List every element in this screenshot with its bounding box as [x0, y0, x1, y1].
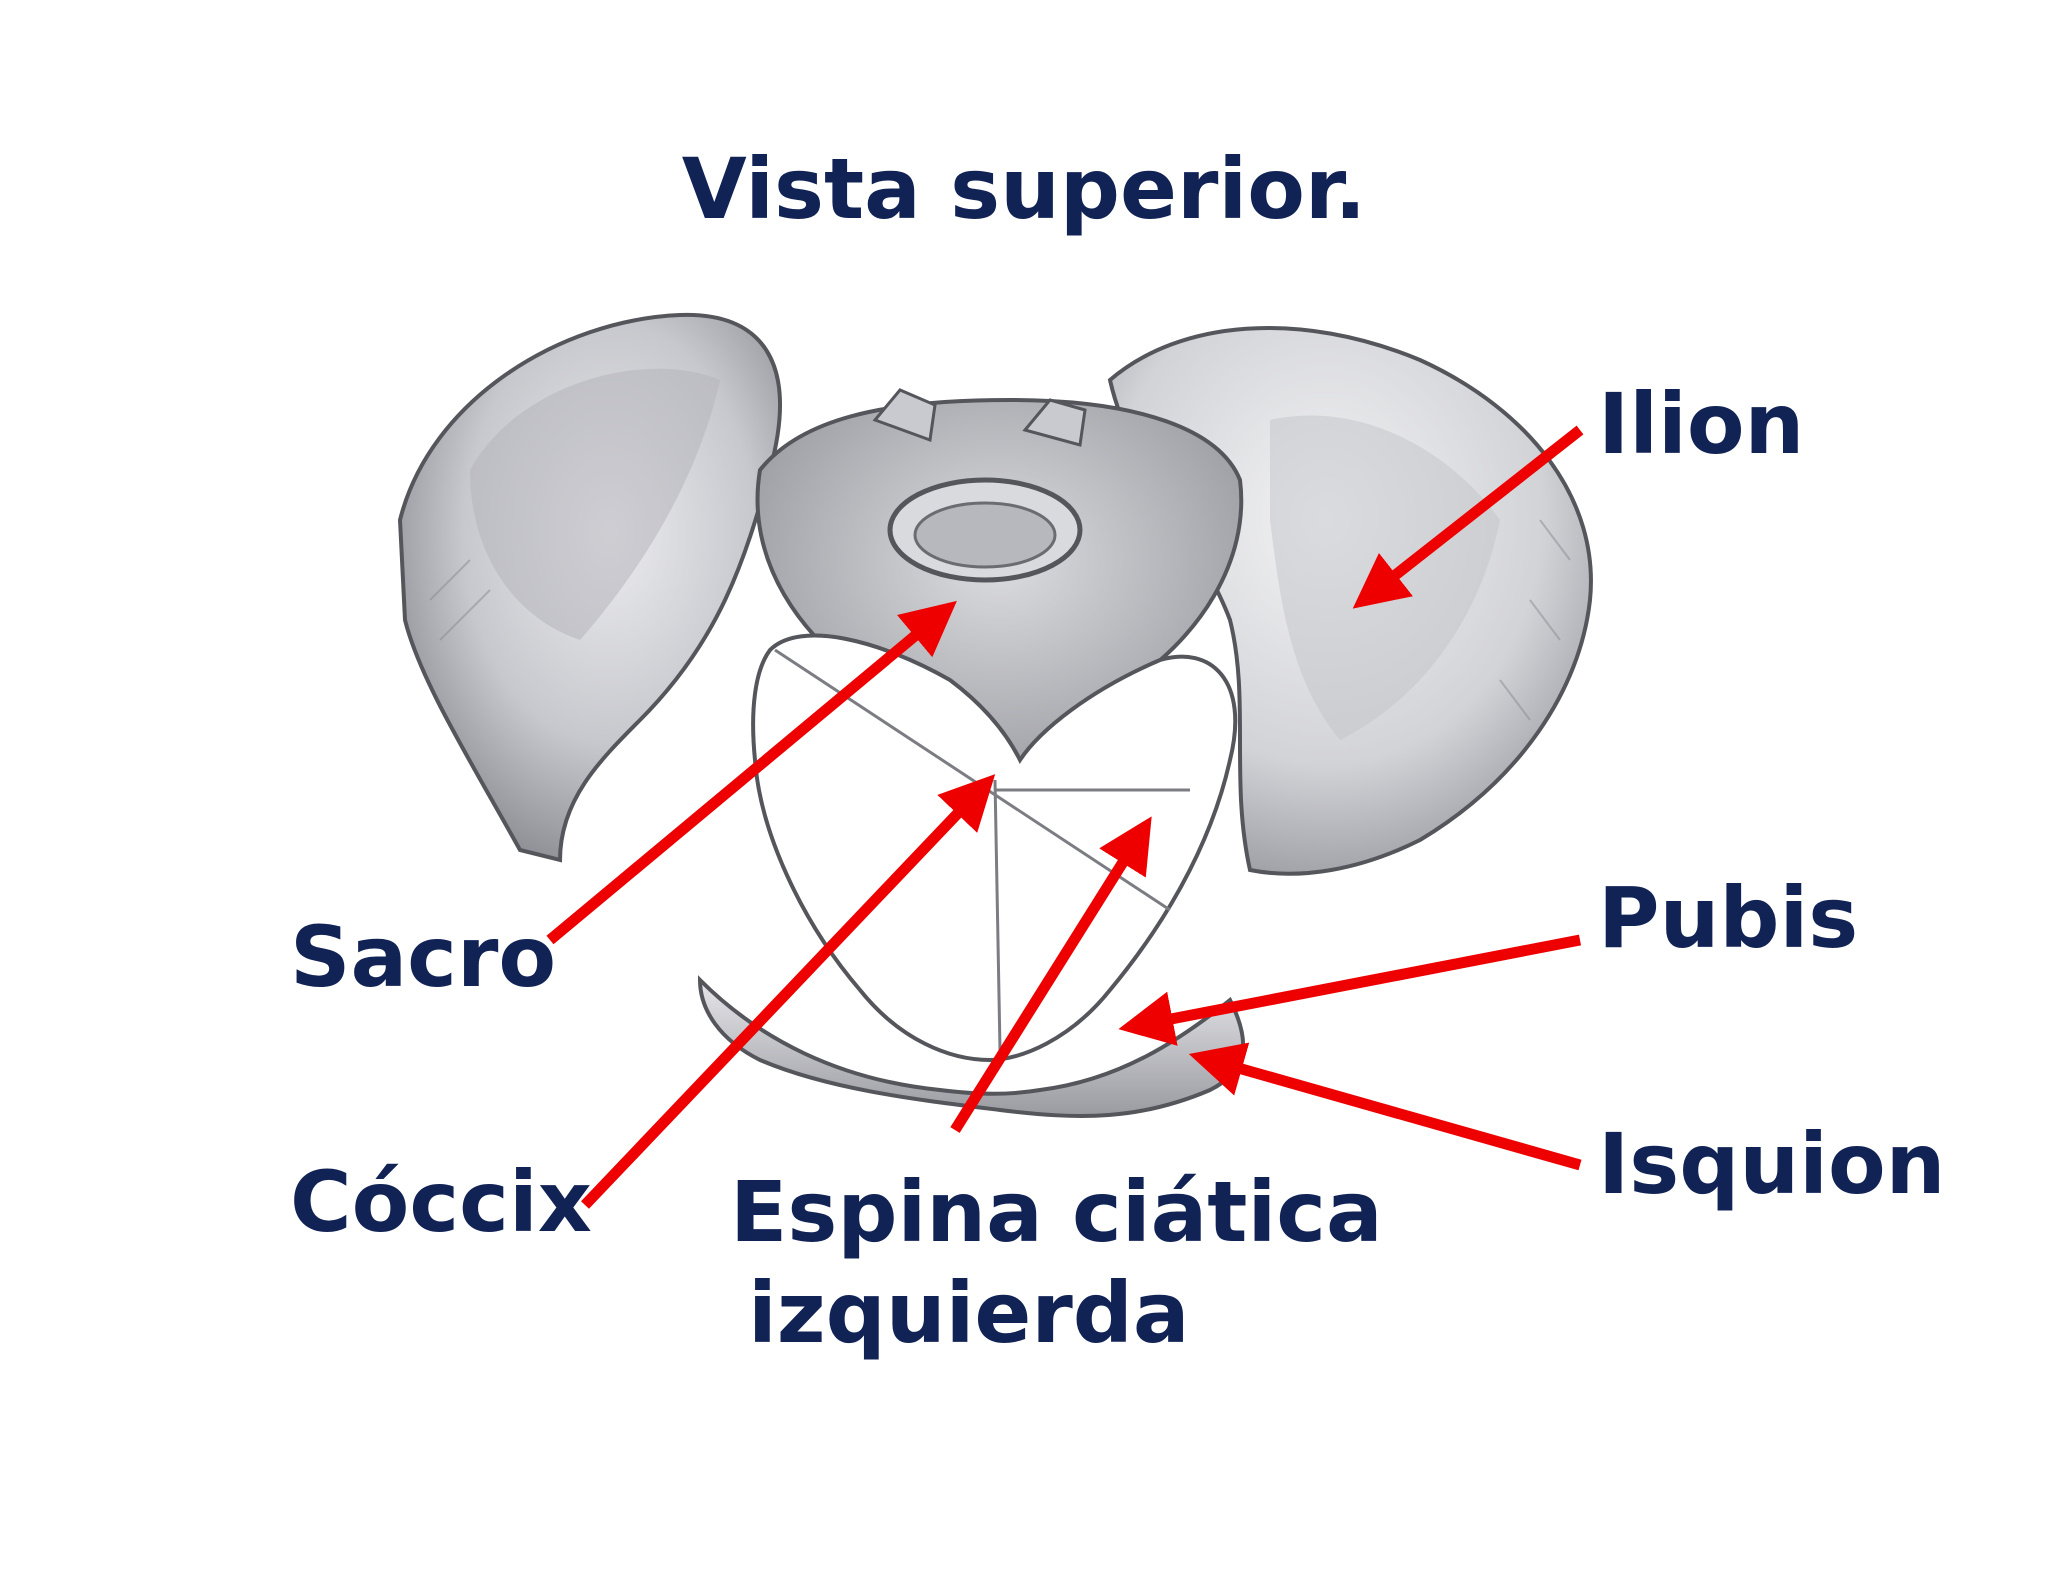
- label-coccix: Cóccix: [290, 1153, 592, 1251]
- page-title: Vista superior.: [681, 140, 1367, 238]
- label-espina-line2: izquierda: [748, 1263, 1190, 1362]
- label-espina-line1: Espina ciática: [730, 1163, 1383, 1261]
- label-sacro: Sacro: [290, 908, 557, 1006]
- label-isquion: Isquion: [1598, 1115, 1946, 1213]
- label-ilion: Ilion: [1598, 375, 1805, 473]
- label-espina-ciatica: Espina ciática izquierda: [730, 1162, 1383, 1364]
- label-pubis: Pubis: [1598, 869, 1859, 967]
